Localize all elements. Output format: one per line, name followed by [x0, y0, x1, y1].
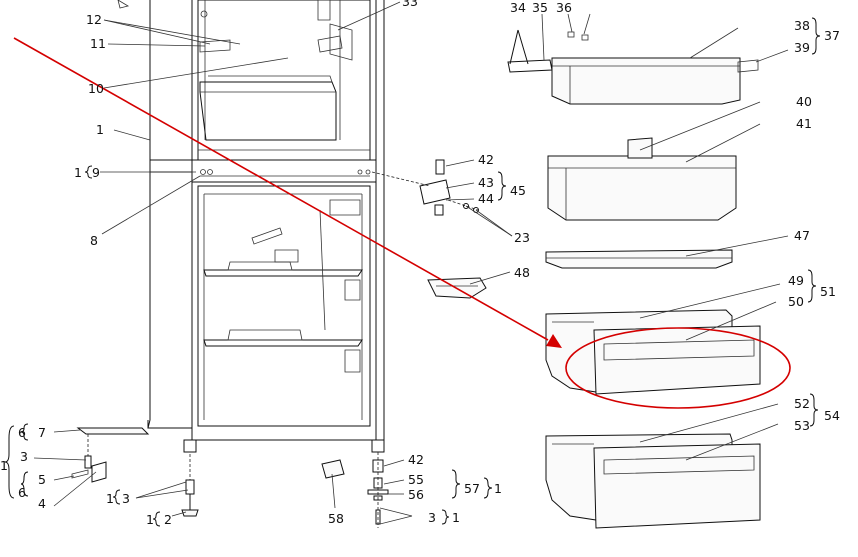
callout-57: 57: [464, 481, 480, 496]
callout-47: 47: [794, 228, 810, 243]
callout-1-left-qty: 1: [0, 458, 8, 473]
callout-36: 36: [556, 0, 572, 15]
freezer-drawer-51: [545, 309, 761, 395]
brace-symbols: [4, 17, 821, 527]
glass-shelf-47: [545, 249, 733, 269]
callout-23: 23: [514, 230, 530, 245]
callout-56: 56: [408, 487, 424, 502]
callout-55: 55: [408, 472, 424, 487]
callout-5: 5: [38, 472, 46, 487]
door-hinge-bottom: [71, 427, 199, 517]
callout-57-qty: 1: [494, 481, 502, 496]
callout-33: 33: [402, 0, 418, 9]
callout-3-foot: 3: [122, 491, 130, 506]
callout-3-bottom: 3: [428, 510, 436, 525]
callout-35: 35: [532, 0, 548, 15]
right-foot-parts: [321, 452, 389, 528]
callout-38: 38: [794, 18, 810, 33]
callout-9: 9: [92, 165, 100, 180]
door-balcony-37: [551, 57, 759, 105]
callout-50: 50: [788, 294, 804, 309]
callout-labels: 12 11 10 1 1 9 8 33 34 35 36 38 39 37 40…: [0, 0, 840, 527]
highlight-arrow-line: [13, 37, 549, 341]
callout-1-group-qty: 1: [74, 165, 82, 180]
callout-6-top: 6: [18, 425, 26, 440]
callout-53: 53: [794, 418, 810, 433]
callout-52: 52: [794, 396, 810, 411]
callout-2: 2: [164, 512, 172, 527]
callout-51: 51: [820, 284, 836, 299]
callout-11: 11: [90, 36, 106, 51]
callout-42-bottom: 42: [408, 452, 424, 467]
cabinet-body: [117, 0, 385, 453]
callout-3-left: 3: [20, 449, 28, 464]
highlight-annotation: [13, 37, 791, 409]
callout-6-bottom: 6: [18, 485, 26, 500]
callout-3-bottom-qty: 1: [452, 510, 460, 525]
highlight-arrow-head: [546, 334, 562, 348]
callout-1-3-qty: 1: [106, 491, 114, 506]
door-balcony-41: [547, 137, 737, 221]
callout-37: 37: [824, 28, 840, 43]
callout-49: 49: [788, 273, 804, 288]
callout-8: 8: [90, 233, 98, 248]
callout-54: 54: [824, 408, 840, 423]
callout-39: 39: [794, 40, 810, 55]
callout-41: 41: [796, 116, 812, 131]
callout-43: 43: [478, 175, 494, 190]
callout-4: 4: [38, 496, 46, 511]
callout-48: 48: [514, 265, 530, 280]
freezer-drawer-54: [545, 433, 761, 529]
callout-1-2-qty: 1: [146, 512, 154, 527]
callout-44: 44: [478, 191, 494, 206]
highlight-ellipse: [565, 327, 791, 409]
callout-58: 58: [328, 511, 344, 526]
callout-45: 45: [510, 183, 526, 198]
leader-lines: [33, 1, 789, 525]
callout-10: 10: [88, 81, 104, 96]
callout-40: 40: [796, 94, 812, 109]
callout-12: 12: [86, 12, 102, 27]
callout-34: 34: [510, 0, 526, 15]
callout-1: 1: [96, 122, 104, 137]
middle-hinge-group: [371, 159, 479, 216]
callout-7: 7: [38, 425, 46, 440]
callout-42: 42: [478, 152, 494, 167]
